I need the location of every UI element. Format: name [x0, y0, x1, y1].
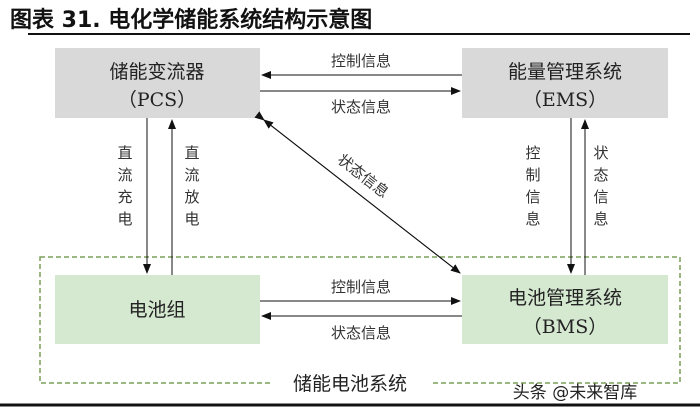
bms-box: 电池管理系统 （BMS） — [462, 275, 668, 344]
label-pcs-to-ems: 状态信息 — [331, 98, 391, 116]
bms-name: 电池管理系统 — [508, 287, 622, 309]
svg-text:信: 信 — [593, 188, 608, 206]
svg-text:控: 控 — [525, 144, 540, 162]
label-ems-to-pcs: 控制信息 — [331, 52, 391, 70]
svg-text:态: 态 — [593, 166, 608, 184]
svg-text:电: 电 — [117, 210, 132, 228]
watermark: 头条 @未来智库 — [513, 383, 637, 403]
label-charge: 直 流 充 电 — [117, 144, 132, 228]
svg-text:息: 息 — [593, 210, 608, 228]
label-battery-to-bms: 控制信息 — [331, 278, 391, 296]
svg-text:充: 充 — [117, 188, 132, 206]
svg-text:放: 放 — [184, 188, 199, 206]
svg-text:流: 流 — [117, 166, 132, 184]
ems-abbr: （EMS） — [523, 89, 607, 111]
pcs-name: 储能变流器 — [109, 61, 204, 83]
ems-name: 能量管理系统 — [508, 61, 622, 83]
svg-text:直: 直 — [117, 144, 132, 162]
svg-text:直: 直 — [184, 144, 199, 162]
label-diagonal: 状态信息 — [334, 150, 392, 201]
label-control-right: 控 制 信 息 — [525, 144, 540, 228]
svg-text:流: 流 — [184, 166, 199, 184]
label-discharge: 直 流 放 电 — [184, 144, 199, 228]
bms-abbr: （BMS） — [523, 316, 607, 338]
svg-text:电: 电 — [184, 210, 199, 228]
battery-name: 电池组 — [128, 299, 185, 321]
ems-box: 能量管理系统 （EMS） — [462, 48, 668, 118]
svg-text:状: 状 — [593, 144, 608, 162]
label-bms-to-battery: 状态信息 — [331, 324, 391, 342]
pcs-abbr: （PCS） — [118, 89, 196, 111]
svg-text:息: 息 — [525, 210, 540, 228]
figure-title: 图表 31. 电化学储能系统结构示意图 — [10, 7, 372, 33]
pcs-box: 储能变流器 （PCS） — [55, 48, 260, 118]
group-label: 储能电池系统 — [293, 373, 407, 395]
svg-text:信: 信 — [525, 188, 540, 206]
battery-box: 电池组 — [55, 275, 260, 344]
svg-text:制: 制 — [525, 166, 540, 184]
label-status-right: 状 态 信 息 — [593, 144, 608, 228]
